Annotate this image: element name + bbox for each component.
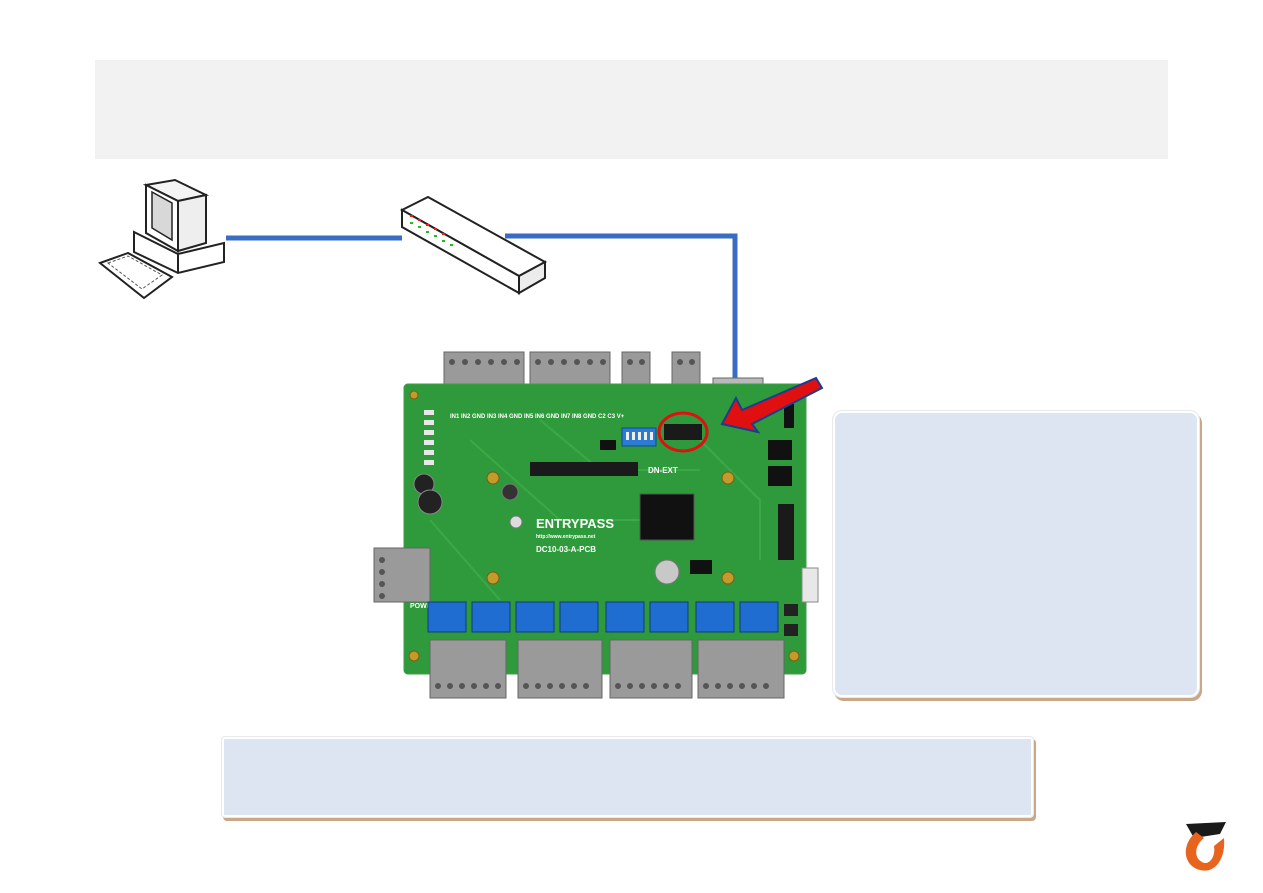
board-model: DC10-03-A-PCB bbox=[536, 545, 596, 554]
board-brand: ENTRYPASS bbox=[536, 516, 614, 531]
highlight-circle bbox=[657, 411, 709, 453]
coin-battery bbox=[654, 559, 680, 585]
power-terminal bbox=[373, 547, 431, 603]
switch-status-leds bbox=[410, 215, 453, 246]
jumper-header bbox=[664, 424, 702, 440]
expansion-header bbox=[530, 462, 638, 476]
header-band bbox=[95, 60, 1168, 159]
info-box bbox=[832, 410, 1200, 698]
bottom-note-box bbox=[221, 736, 1034, 818]
microcontroller-chip bbox=[639, 493, 695, 541]
board-url: http://www.entrypass.net bbox=[536, 534, 596, 540]
top-terminal-labels: IN1 IN2 GND IN3 IN4 GND IN5 IN6 GND IN7 … bbox=[450, 414, 625, 420]
relay-row bbox=[427, 601, 779, 633]
controller-board-image: DN-EXT ENTRYPASS http://www.entrypass.ne… bbox=[373, 351, 819, 699]
cable-switch-to-board bbox=[505, 233, 738, 380]
network-switch-icon bbox=[399, 195, 548, 295]
pointer-arrow-icon bbox=[720, 376, 824, 434]
bottom-terminal-blocks bbox=[429, 639, 785, 699]
status-leds bbox=[424, 410, 434, 465]
computer-icon bbox=[97, 178, 225, 300]
power-label: POWER bbox=[410, 603, 436, 610]
ext-label: DN-EXT bbox=[648, 466, 678, 475]
